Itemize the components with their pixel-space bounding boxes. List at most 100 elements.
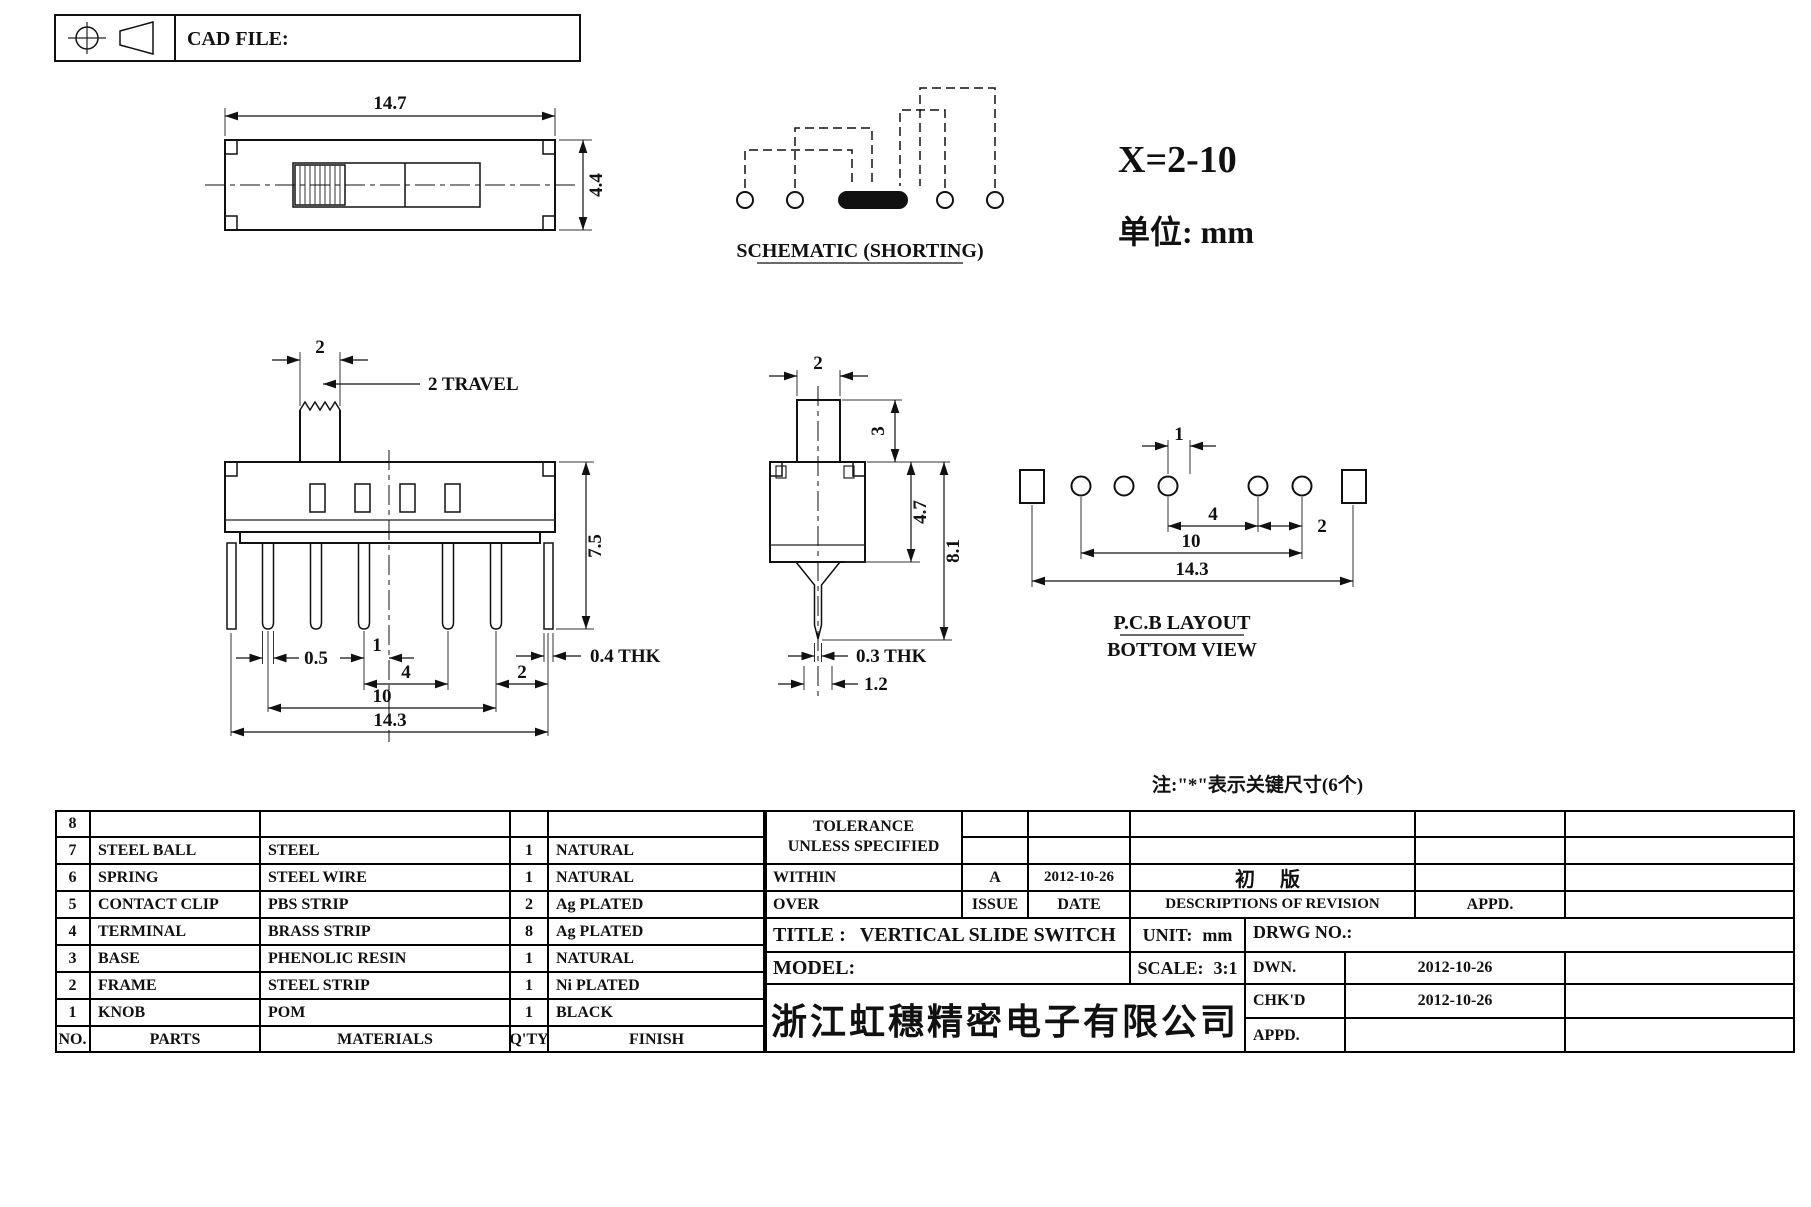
parts-header-finish: FINISH	[548, 1026, 765, 1053]
front-total-width-dim: 14.3	[373, 710, 406, 731]
parts-row-qty: 2	[510, 891, 548, 918]
parts-row-material: PBS STRIP	[260, 891, 510, 918]
title-value: VERTICAL SLIDE SWITCH	[859, 923, 1116, 946]
top-view: 14.7 4.4	[205, 93, 607, 231]
revision-empty-cell	[962, 837, 1028, 864]
parts-row-finish: BLACK	[548, 999, 765, 1026]
revision-empty-cell	[1028, 810, 1130, 837]
tolerance-line1: TOLERANCE	[812, 818, 915, 835]
revision-date-value: 2012-10-26	[1028, 864, 1130, 891]
revision-empty-cell	[1130, 810, 1415, 837]
front-span-dim: 10	[373, 686, 392, 707]
parts-row-qty: 1	[510, 972, 548, 999]
revision-issue-header: ISSUE	[962, 891, 1028, 918]
revision-appd-header: APPD.	[1415, 891, 1565, 918]
parts-row-qty: 1	[510, 945, 548, 972]
pcb-gap-dim: 4	[1208, 504, 1218, 525]
parts-row-finish: NATURAL	[548, 945, 765, 972]
model-cell: MODEL:	[765, 952, 1130, 984]
parts-row-finish: Ag PLATED	[548, 918, 765, 945]
top-view-height-dim: 4.4	[586, 173, 607, 197]
front-pin-width-dim: 0.5	[304, 648, 328, 669]
cad-file-box: CAD FILE:	[54, 14, 581, 62]
x-range-note: X=2-10	[1118, 139, 1237, 181]
parts-row-qty: 1	[510, 999, 548, 1026]
revision-empty-cell	[1130, 837, 1415, 864]
revision-empty-cell	[1415, 864, 1565, 891]
scale-label: SCALE:	[1137, 957, 1204, 978]
parts-header-no: NO.	[55, 1026, 90, 1053]
side-knob-height-dim: 3	[868, 426, 889, 436]
parts-row-material: STEEL STRIP	[260, 972, 510, 999]
parts-row-material: STEEL	[260, 837, 510, 864]
side-total-height-dim: 8.1	[943, 539, 964, 563]
parts-row-qty: 8	[510, 918, 548, 945]
parts-row-qty: 1	[510, 837, 548, 864]
parts-row-part: KNOB	[90, 999, 260, 1026]
parts-row-no: 5	[55, 891, 90, 918]
title-label: TITLE :	[773, 923, 846, 946]
parts-header-materials: MATERIALS	[260, 1026, 510, 1053]
tolerance-cell: TOLERANCE UNLESS SPECIFIED	[765, 810, 962, 864]
parts-row-part	[90, 810, 260, 837]
dwn-date: 2012-10-26	[1345, 952, 1565, 984]
parts-row-no: 3	[55, 945, 90, 972]
revision-empty-cell	[1028, 837, 1130, 864]
title-cell: TITLE : VERTICAL SLIDE SWITCH	[765, 918, 1130, 952]
parts-row-no: 7	[55, 837, 90, 864]
chkd-empty-cell	[1565, 984, 1795, 1018]
tolerance-over-label: OVER	[765, 891, 962, 918]
side-tip-width-dim: 1.2	[864, 674, 888, 695]
side-thk-dim: 0.3 THK	[856, 646, 927, 667]
drawing-sheet: CAD FILE: 14.7 4.4	[54, 14, 1367, 796]
appd-empty-cell	[1565, 1018, 1795, 1053]
pcb-total-width-dim: 14.3	[1175, 559, 1208, 580]
parts-row-material: STEEL WIRE	[260, 864, 510, 891]
parts-row-part: BASE	[90, 945, 260, 972]
parts-header-parts: PARTS	[90, 1026, 260, 1053]
dwn-empty-cell	[1565, 952, 1795, 984]
side-knob-width-dim: 2	[813, 353, 823, 374]
tolerance-within-label: WITHIN	[765, 864, 962, 891]
revision-empty-cell	[1565, 891, 1795, 918]
front-end-pitch-dim: 2	[517, 662, 527, 683]
front-travel-dim: 2 TRAVEL	[428, 374, 519, 395]
parts-row-part: TERMINAL	[90, 918, 260, 945]
parts-row-qty	[510, 810, 548, 837]
front-gap-dim: 4	[401, 662, 411, 683]
front-view: 2 2 TRAVEL 7.5 0.4 THK 0.5 1 4 2 10	[224, 337, 661, 742]
parts-row-finish: Ni PLATED	[548, 972, 765, 999]
parts-row-part: STEEL BALL	[90, 837, 260, 864]
top-view-width-dim: 14.7	[373, 93, 407, 114]
parts-row-finish: NATURAL	[548, 864, 765, 891]
key-dimension-note: 注:"*"表示关键尺寸(6个)	[1152, 773, 1363, 796]
side-view: 2 3 4.7 8.1 0.3 THK 1.2	[769, 353, 964, 700]
unit-cell: UNIT: mm	[1130, 918, 1245, 952]
revision-empty-cell	[1415, 837, 1565, 864]
unit-note: 单位: mm	[1118, 214, 1254, 250]
revision-empty-cell	[1565, 810, 1795, 837]
front-knob-width-dim: 2	[315, 337, 325, 358]
revision-empty-cell	[962, 810, 1028, 837]
unit-value: mm	[1202, 924, 1233, 945]
parts-row-no: 1	[55, 999, 90, 1026]
parts-row-part: SPRING	[90, 864, 260, 891]
drwg-no-cell: DRWG NO.:	[1245, 918, 1795, 952]
revision-empty-cell	[1565, 864, 1795, 891]
general-notes: X=2-10 单位: mm 注:"*"表示关键尺寸(6个)	[1118, 139, 1363, 796]
front-center-offset-dim: 1	[372, 635, 382, 656]
schematic-view: SCHEMATIC (SHORTING)	[736, 87, 1004, 264]
revision-date-header: DATE	[1028, 891, 1130, 918]
parts-row-qty: 1	[510, 864, 548, 891]
shorting-bar	[838, 191, 908, 209]
revision-issue-value: A	[962, 864, 1028, 891]
pcb-span-dim: 10	[1182, 531, 1201, 552]
parts-row-no: 8	[55, 810, 90, 837]
parts-row-part: FRAME	[90, 972, 260, 999]
dwn-label: DWN.	[1245, 952, 1345, 984]
cad-file-label: CAD FILE:	[187, 28, 289, 50]
parts-row-material: BRASS STRIP	[260, 918, 510, 945]
pcb-caption-line1: P.C.B LAYOUT	[1114, 612, 1252, 634]
pcb-center-offset-dim: 1	[1174, 424, 1184, 445]
parts-header-qty: Q'TY	[510, 1026, 548, 1053]
